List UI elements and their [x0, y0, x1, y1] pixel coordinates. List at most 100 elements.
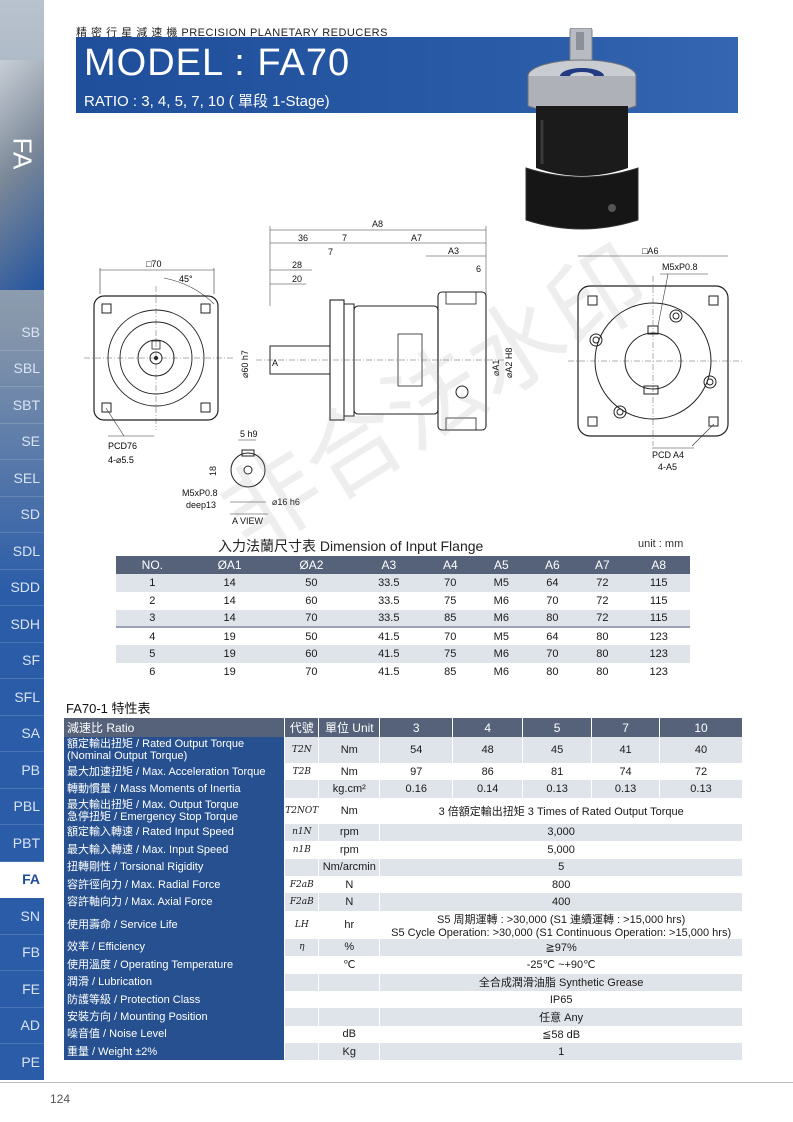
sidebar-item-sdd[interactable]: SDD	[0, 570, 44, 606]
spec-label-cell: 額定輸入轉速 / Rated Input Speed	[64, 823, 286, 842]
spec-unit-cell: Nm	[318, 737, 381, 763]
front-view-drawing: □70 45° PCD76 4-⌀5.5	[84, 259, 234, 465]
dimension-table-title: 入力法蘭尺寸表 Dimension of Input Flange	[218, 538, 484, 554]
spec-label-cell: 使用溫度 / Operating Temperature	[64, 956, 286, 974]
flange-holes-label: 4-A5	[658, 462, 677, 472]
sidebar-item-sbt[interactable]: SBT	[0, 387, 44, 424]
sidebar-item-fb[interactable]: FB	[0, 935, 44, 971]
spec-unit-cell: Nm	[318, 797, 381, 824]
dimension-cell: 50	[270, 627, 353, 646]
dimension-cell: 80	[577, 627, 628, 646]
spec-label-cell: 最大輸入轉速 / Max. Input Speed	[64, 841, 286, 859]
dim-angle-label: 45°	[179, 274, 193, 284]
sidebar-item-sdl[interactable]: SDL	[0, 533, 44, 570]
sidebar-item-se[interactable]: SE	[0, 424, 44, 460]
sidebar-item-sf[interactable]: SF	[0, 643, 44, 679]
spec-code-cell: F2aB	[284, 875, 320, 894]
dimension-cell: 4	[116, 627, 189, 646]
dimension-cell: M5	[475, 627, 528, 646]
sidebar-item-sa[interactable]: SA	[0, 716, 44, 752]
dimension-header-cell: A3	[352, 556, 426, 574]
sidebar-item-sfl[interactable]: SFL	[0, 679, 44, 716]
dimension-table-unit: unit : mm	[638, 538, 684, 550]
dimension-cell: 14	[188, 574, 271, 592]
thread-depth-label: deep13	[186, 500, 216, 510]
spec-label-cell: 潤滑 / Lubrication	[64, 973, 286, 991]
dimension-cell: 70	[270, 609, 353, 629]
spec-row: 使用溫度 / Operating Temperature℃-25℃ ~+90℃	[64, 956, 743, 974]
dimension-cell: M6	[475, 591, 528, 610]
sidebar-item-fe[interactable]: FE	[0, 971, 44, 1008]
view-arrow-label: A	[272, 358, 278, 368]
dimension-cell: 6	[116, 662, 189, 681]
dimension-cell: 70	[425, 627, 476, 646]
dimension-cell: 115	[627, 574, 690, 592]
spec-value-cell: 86	[452, 763, 524, 781]
dimension-cell: 70	[527, 645, 578, 663]
spec-span-cell: 3 倍額定輸出扭矩 3 Times of Rated Output Torque	[379, 797, 743, 824]
sidebar-item-sel[interactable]: SEL	[0, 460, 44, 497]
spec-label-cell: 最大加速扭矩 / Max. Acceleration Torque	[64, 763, 286, 781]
dim-key: 5 h9	[240, 429, 258, 439]
spec-code-cell	[284, 1043, 320, 1061]
spec-unit-cell: N	[318, 875, 381, 894]
dim-phi16: ⌀16 h6	[272, 497, 300, 507]
sidebar-item-fa[interactable]: FA	[0, 861, 44, 898]
sidebar-item-sn[interactable]: SN	[0, 898, 44, 935]
shaft-thread-label: M5xP0.8	[182, 488, 218, 498]
dimension-cell: M6	[475, 645, 528, 663]
sidebar-item-sb[interactable]: SB	[0, 314, 44, 351]
dimension-cell: 5	[116, 645, 189, 663]
sidebar-item-sbl[interactable]: SBL	[0, 351, 44, 387]
dimension-cell: 80	[527, 609, 578, 629]
dimension-cell: 75	[425, 645, 476, 663]
spec-unit-cell: Kg	[318, 1043, 381, 1061]
dimension-cell: 60	[270, 645, 353, 663]
dimension-cell: 72	[577, 574, 628, 592]
spec-code-cell	[284, 1025, 320, 1044]
dim-28: 28	[292, 260, 302, 270]
spec-code-cell	[284, 858, 320, 876]
dimension-cell: M6	[475, 662, 528, 681]
sidebar-item-pbl[interactable]: PBL	[0, 789, 44, 825]
flange-pcd-label: PCD A4	[652, 450, 684, 460]
spec-row: 潤滑 / Lubrication 全合成潤滑油脂 Synthetic Grease	[64, 973, 743, 991]
flange-view-drawing: □A6 M5xP0.8 PCD A4 4-A5	[568, 246, 743, 472]
dim-36: 36	[298, 233, 308, 243]
spec-code-cell: T2N	[284, 737, 320, 763]
spec-header-cell: 7	[591, 718, 661, 737]
spec-header-cell: 5	[522, 718, 593, 737]
sidebar-item-sdh[interactable]: SDH	[0, 606, 44, 643]
spec-code-cell: T2B	[284, 763, 320, 781]
sidebar-item-sd[interactable]: SD	[0, 497, 44, 533]
dim-7b: 7	[328, 247, 333, 257]
spec-header-cell: 4	[452, 718, 524, 737]
dim-square-label: □70	[146, 259, 161, 269]
spec-span-cell: 全合成潤滑油脂 Synthetic Grease	[379, 973, 743, 991]
sidebar-item-pe[interactable]: PE	[0, 1044, 44, 1081]
sidebar-item-ad[interactable]: AD	[0, 1008, 44, 1044]
dimension-cell: 72	[577, 591, 628, 610]
spec-header-cell: 單位 Unit	[318, 718, 381, 737]
dimension-cell: 41.5	[352, 645, 426, 663]
spec-value-cell: 48	[452, 737, 524, 763]
spec-value-cell: 0.13	[659, 780, 743, 798]
dimension-cell: 70	[270, 662, 353, 681]
sidebar-item-pb[interactable]: PB	[0, 752, 44, 789]
spec-value-cell: 72	[659, 763, 743, 781]
spec-label-cell: 噪音值 / Noise Level	[64, 1025, 286, 1044]
spec-label-cell: 防護等級 / Protection Class	[64, 990, 286, 1009]
spec-header-cell: 減速比 Ratio	[64, 718, 286, 737]
sidebar-item-pbt[interactable]: PBT	[0, 825, 44, 862]
dimension-cell: 64	[527, 627, 578, 646]
spec-table-title: FA70-1 特性表	[66, 701, 151, 716]
